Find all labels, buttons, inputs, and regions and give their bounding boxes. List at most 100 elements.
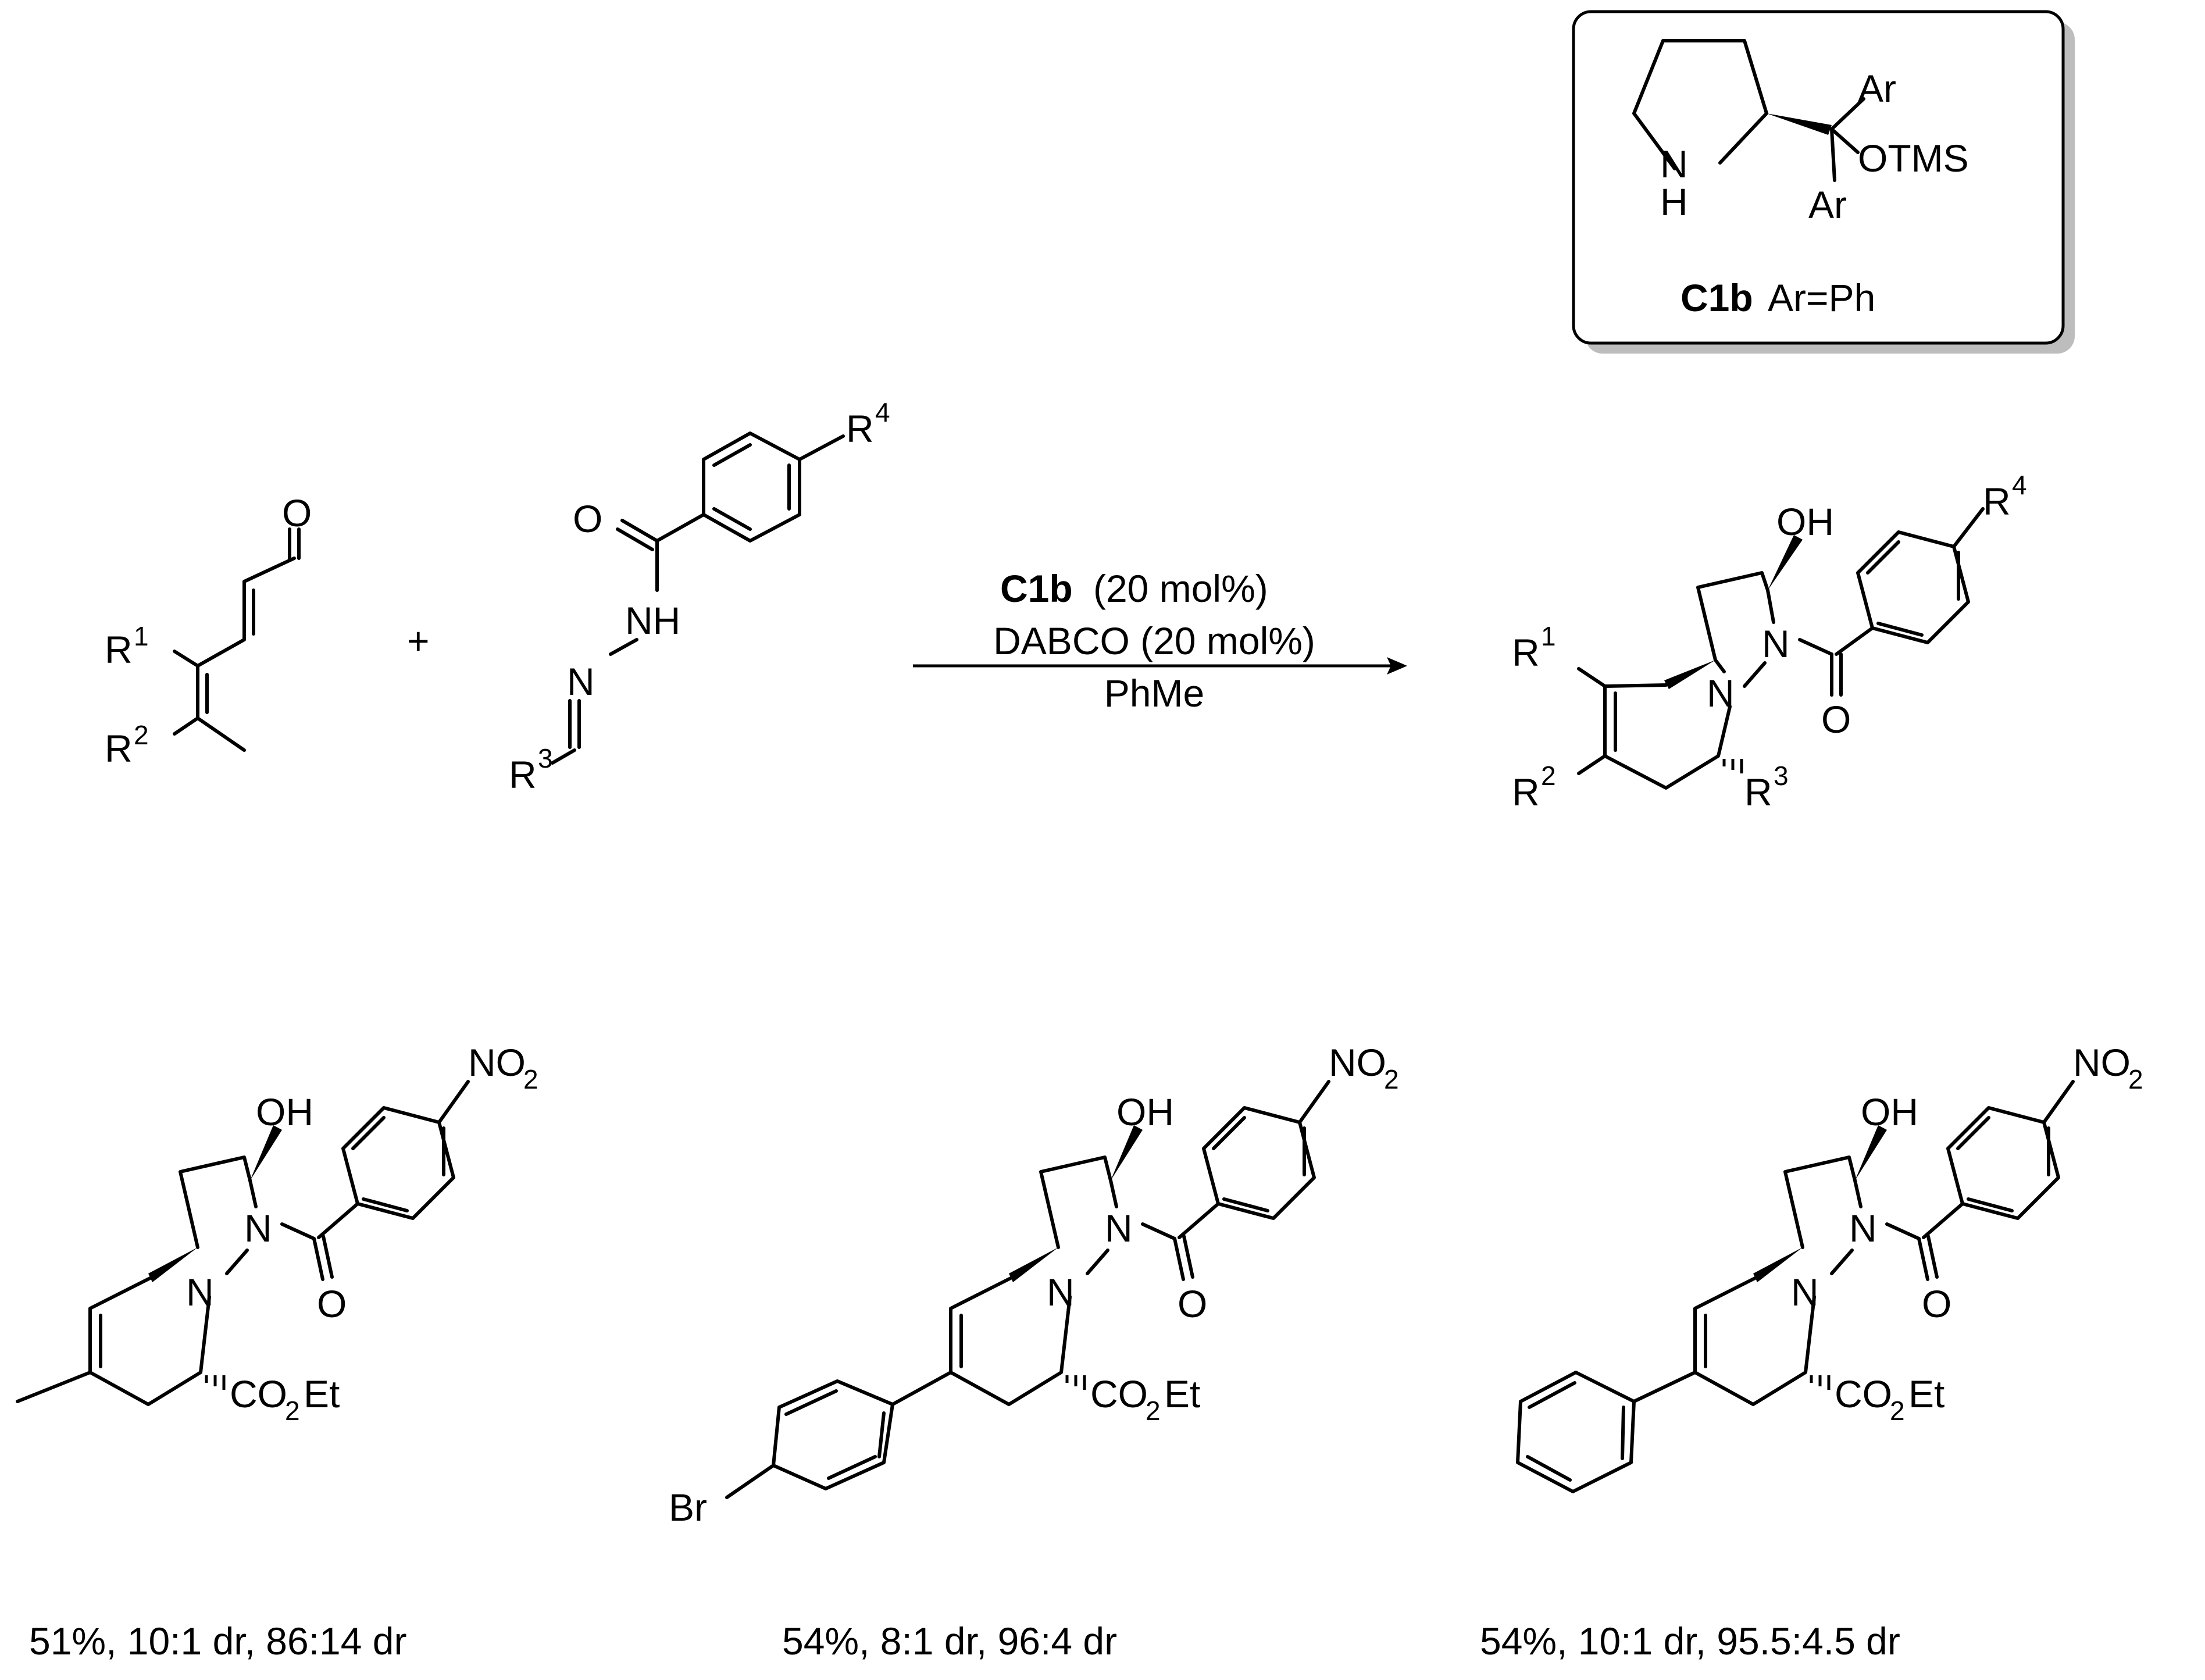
product-c-n1	[1714, 658, 1726, 673]
product-six-ring	[1603, 683, 1732, 790]
ex1-aryl-inner-3	[362, 1197, 409, 1212]
dienal-chain	[196, 557, 296, 752]
carbonyl-double-bond-b	[616, 527, 654, 551]
product-n1-n2	[1743, 661, 1767, 688]
product-r3: R	[1744, 771, 1772, 814]
ex2-aryl-ring	[1202, 1106, 1316, 1220]
bond-to-ar-bottom	[1830, 127, 1836, 182]
product-five-ring	[1696, 571, 1769, 662]
ring-to-carbonyl	[655, 513, 705, 543]
benzoyl-ring-inner-3	[712, 507, 752, 531]
ex3-ester: CO	[1835, 1372, 1892, 1415]
ex3-oh-wedge	[1855, 1125, 1887, 1180]
example-2: Br NO 2 OH N N O CO 2 Et 54%, 8:1 dr, 96…	[669, 1041, 1399, 1663]
ex3-result: 54%, 10:1 dr, 95.5:4.5 dr	[1480, 1620, 1900, 1663]
catalyst-nh-h: H	[1660, 180, 1688, 223]
ex3-carbonyl-to-ring	[1922, 1202, 1964, 1239]
ch-to-r3	[551, 748, 576, 765]
ex1-ester-tail: Et	[304, 1372, 340, 1415]
ex3-no2: NO	[2073, 1041, 2131, 1084]
reactant-2-hydrazone: R 4 O NH N R 3	[509, 397, 890, 796]
catalyst-name-note: Ar=Ph	[1768, 276, 1875, 319]
dienal-r2-bond	[173, 716, 199, 736]
ex1-carbonyl-to-ring	[317, 1202, 359, 1239]
ex2-bromophenyl-inner-2	[827, 1455, 877, 1480]
catalyst-box: N H Ar OTMS Ar C1b Ar=Ph	[1572, 10, 2075, 354]
ex3-n1: N	[1791, 1271, 1819, 1314]
product-n2: N	[1762, 622, 1790, 665]
product-aryl-ring	[1856, 530, 1970, 644]
dienal-r1-bond	[173, 650, 199, 668]
ex2-five-ring	[1039, 1155, 1112, 1249]
product-r3-hash-bond	[1722, 759, 1743, 773]
catalyst-nh-n: N	[1660, 142, 1688, 186]
ex1-co-b	[322, 1235, 334, 1279]
ex1-c-n2	[248, 1179, 258, 1208]
ex2-ester-tail: Et	[1164, 1372, 1200, 1415]
ex2-c-to-bromophenyl	[891, 1371, 952, 1406]
conditions-base: DABCO (20 mol%)	[993, 619, 1315, 662]
ex3-phenyl-inner-3	[1621, 1406, 1625, 1460]
ex2-n1-n2	[1086, 1249, 1109, 1275]
hydrazone-r4: R	[846, 407, 874, 450]
reaction-arrow-head	[1387, 657, 1407, 675]
catalyst-ar-top: Ar	[1858, 67, 1896, 110]
ex2-bridgehead-wedge	[1009, 1247, 1058, 1282]
ex3-phenyl-inner-1	[1528, 1381, 1576, 1409]
hydrazone-carbonyl-o: O	[573, 497, 602, 540]
ex3-six-ring	[1693, 1276, 1816, 1406]
stereo-wedge-bond	[1767, 113, 1832, 135]
ex2-co-b	[1182, 1235, 1194, 1279]
ex3-co-b	[1926, 1235, 1939, 1279]
ex3-n2-to-carbonyl	[1885, 1222, 1921, 1240]
ex2-aryl-inner-1	[1212, 1116, 1246, 1150]
ex1-bridgehead-wedge	[148, 1247, 198, 1282]
ex3-c-n2	[1853, 1179, 1863, 1208]
hydrazone-r3: R	[509, 753, 537, 796]
ex1-no2: NO	[468, 1041, 526, 1084]
ex2-ester-sub: 2	[1146, 1396, 1161, 1426]
ex3-ester-hash-bond	[1810, 1375, 1831, 1390]
catalyst-name: C1b	[1680, 276, 1753, 319]
plus-sign: +	[407, 619, 430, 662]
ex1-co-a	[312, 1237, 324, 1281]
ex3-aryl-ring	[1946, 1106, 2060, 1220]
ex2-aryl-inner-3	[1222, 1197, 1269, 1212]
conditions-catalyst: C1b	[1000, 567, 1073, 610]
r4-bond	[798, 434, 845, 461]
product-oh-wedge	[1768, 535, 1803, 590]
ex2-n2: N	[1105, 1207, 1133, 1250]
product-c-n2	[1766, 588, 1775, 624]
ex2-oh-wedge	[1111, 1125, 1143, 1180]
ex1-aryl-inner-1	[351, 1116, 386, 1150]
catalyst-ar-bottom: Ar	[1808, 183, 1847, 226]
ex1-ester-hash-bond	[205, 1375, 226, 1390]
ex2-n2-to-carbonyl	[1141, 1222, 1176, 1240]
ex1-oh: OH	[256, 1090, 313, 1133]
ex3-five-ring	[1783, 1155, 1857, 1249]
ex1-n2: N	[244, 1207, 272, 1250]
ex2-n1: N	[1047, 1271, 1075, 1314]
carbonyl-double-bond-a	[620, 519, 659, 543]
ex1-no2-sub: 2	[523, 1064, 538, 1094]
ex1-oh-wedge	[250, 1125, 282, 1180]
ex3-ester-sub: 2	[1890, 1396, 1905, 1426]
ex1-five-ring	[179, 1155, 252, 1249]
ex1-carbonyl-o: O	[317, 1282, 347, 1325]
ex1-methyl	[16, 1371, 92, 1403]
hydrazone-nh: NH	[625, 599, 680, 642]
ex1-ester-sub: 2	[285, 1396, 300, 1426]
ex2-result: 54%, 8:1 dr, 96:4 dr	[782, 1620, 1117, 1663]
general-product: OH R 4 N N O R 1 R 2 R 3	[1512, 470, 2027, 814]
ex1-ester: CO	[230, 1372, 287, 1415]
ex2-carbonyl-o: O	[1178, 1282, 1207, 1325]
ex3-c-to-phenyl	[1632, 1371, 1697, 1403]
ex3-ester-tail: Et	[1908, 1372, 1944, 1415]
product-r4: R	[1983, 480, 2011, 523]
product-r4-sup: 4	[2012, 470, 2027, 500]
product-bridgehead-wedge	[1664, 660, 1715, 689]
ex3-aryl-inner-1	[1956, 1116, 1990, 1150]
product-r2: R	[1512, 771, 1540, 814]
product-oh: OH	[1776, 500, 1834, 543]
ex3-phenyl-inner-2	[1526, 1455, 1572, 1482]
